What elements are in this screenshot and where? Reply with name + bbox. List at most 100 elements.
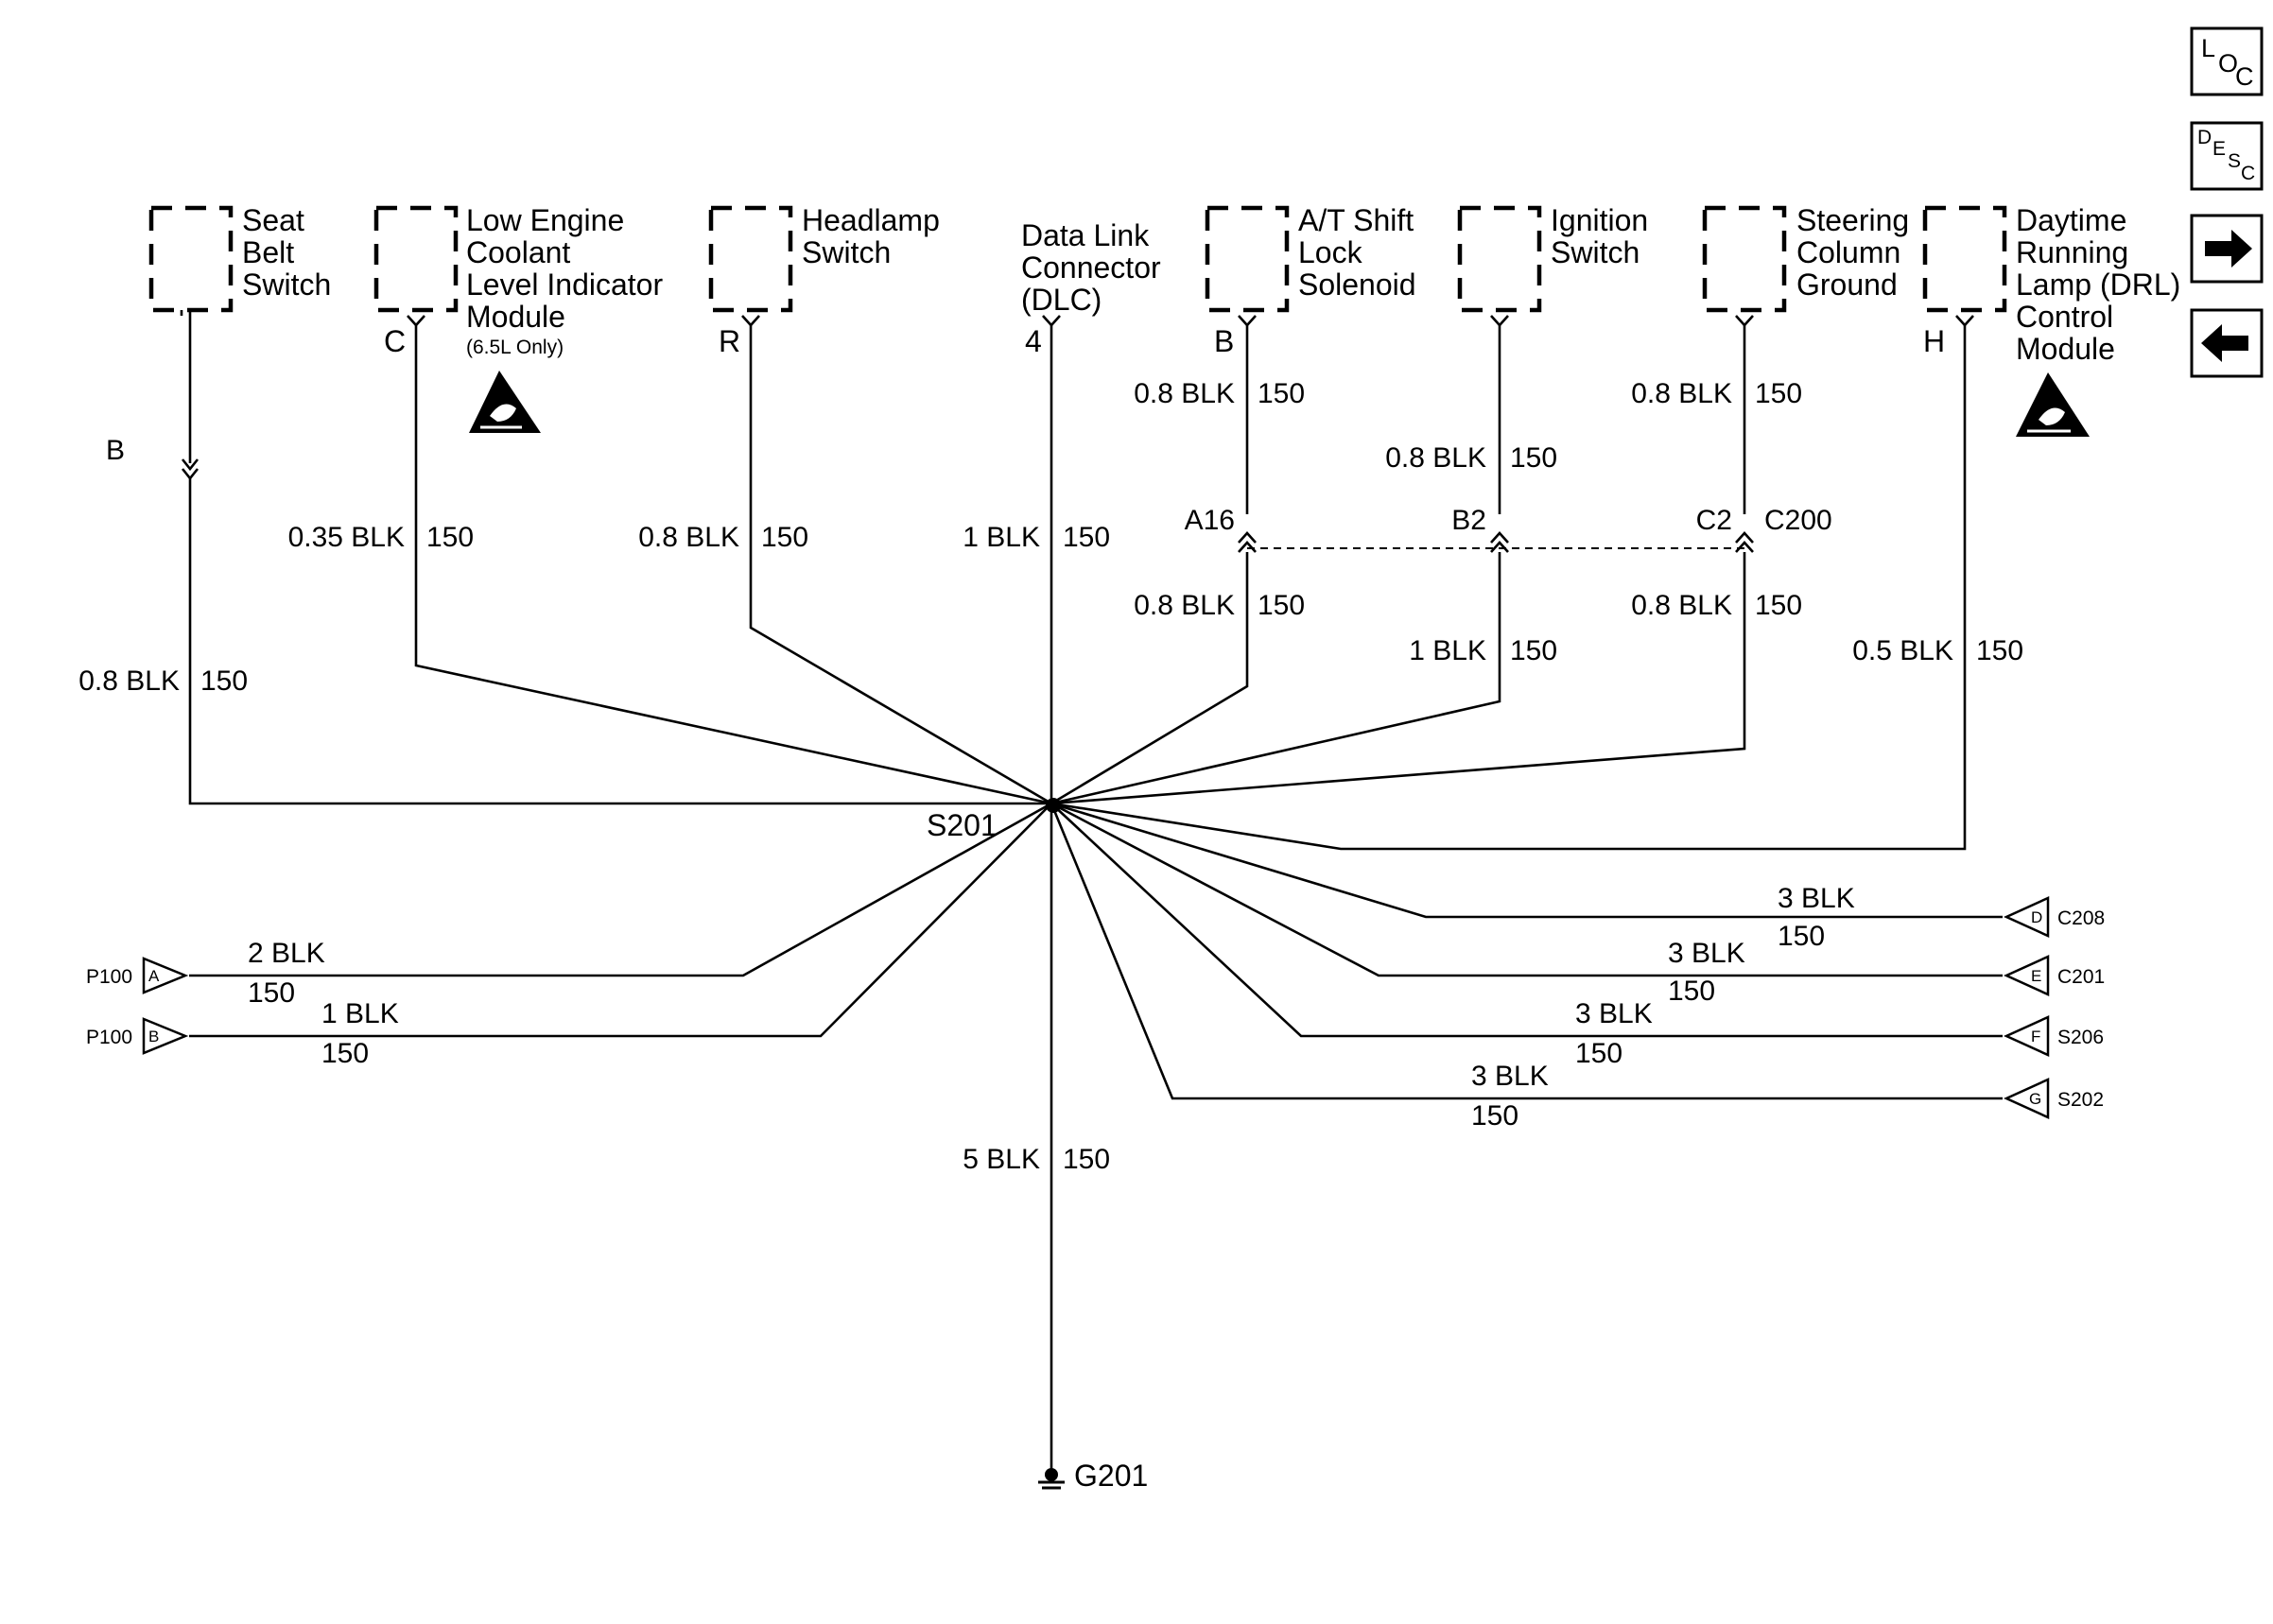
svg-text:S: S xyxy=(2228,150,2241,172)
svg-text:Module: Module xyxy=(466,300,565,334)
svg-text:P100: P100 xyxy=(86,966,132,988)
dlc-label: Data Link Connector (DLC) xyxy=(1021,218,1161,317)
wire-gauge-headlamp: 0.8 BLK xyxy=(638,522,739,553)
connector-c200-label: C200 xyxy=(1764,505,1832,536)
wire-circuit-steer-lower: 150 xyxy=(1755,590,1802,621)
wire-circuit-steer-upper: 150 xyxy=(1755,378,1802,409)
svg-text:L: L xyxy=(2201,34,2215,62)
svg-text:S206: S206 xyxy=(2057,1027,2104,1048)
drl-module-label: Daytime Running Lamp (DRL) Control Modul… xyxy=(2016,203,2180,366)
inline-connector-p100-b: B P100 xyxy=(86,1017,189,1055)
headlamp-switch-box xyxy=(708,205,793,313)
svg-text:Ignition: Ignition xyxy=(1551,203,1648,237)
wire-circuit-c208: 150 xyxy=(1778,921,1825,952)
inline-connector-p100-a: A P100 xyxy=(86,957,189,994)
loc-button[interactable]: L O C xyxy=(2190,26,2264,96)
wire-circuit-c201: 150 xyxy=(1668,976,1715,1007)
wire-gauge-coolant: 0.35 BLK xyxy=(288,522,405,553)
steering-column-ground-label: Steering Column Ground xyxy=(1796,203,1909,302)
svg-text:Daytime: Daytime xyxy=(2016,203,2126,237)
svg-text:Control: Control xyxy=(2016,300,2113,334)
svg-text:E: E xyxy=(2212,138,2226,160)
ignition-switch-label: Ignition Switch xyxy=(1551,203,1648,269)
svg-text:Level Indicator: Level Indicator xyxy=(466,268,663,302)
at-shift-lock-box xyxy=(1205,205,1290,313)
svg-text:Running: Running xyxy=(2016,235,2128,269)
svg-text:A: A xyxy=(148,967,160,985)
svg-text:Steering: Steering xyxy=(1796,203,1909,237)
coolant-pin-label: C xyxy=(384,324,406,358)
svg-text:S202: S202 xyxy=(2057,1089,2104,1111)
wire-circuit-headlamp: 150 xyxy=(761,522,808,553)
wire-gauge-dlc: 1 BLK xyxy=(963,522,1040,553)
steering-column-ground-box xyxy=(1702,205,1787,313)
svg-text:(6.5L Only): (6.5L Only) xyxy=(466,337,564,358)
wire-gauge-p100b: 1 BLK xyxy=(321,998,399,1029)
svg-text:C: C xyxy=(2241,163,2255,184)
wire-circuit-p100a: 150 xyxy=(248,977,295,1009)
wire-gauge-seat: 0.8 BLK xyxy=(78,665,180,697)
ground-g201-label: G201 xyxy=(1074,1459,1148,1493)
svg-text:Low Engine: Low Engine xyxy=(466,203,624,237)
splice-s201-label: S201 xyxy=(927,808,998,842)
headlamp-switch-label: Headlamp Switch xyxy=(802,203,940,269)
wire-circuit-s202: 150 xyxy=(1471,1100,1518,1132)
svg-text:Lock: Lock xyxy=(1298,235,1363,269)
svg-text:D: D xyxy=(2197,127,2212,148)
wire-circuit-ign-upper: 150 xyxy=(1510,442,1557,474)
wire-circuit-seat: 150 xyxy=(200,665,248,697)
wire-gauge-steer-upper: 0.8 BLK xyxy=(1631,378,1732,409)
svg-text:D: D xyxy=(2031,908,2042,926)
drl-pin-label: H xyxy=(1923,324,1945,358)
svg-text:Switch: Switch xyxy=(1551,235,1640,269)
wire-gauge-c201: 3 BLK xyxy=(1668,938,1745,969)
splice-s201-dot xyxy=(1046,798,1061,813)
svg-text:Belt: Belt xyxy=(242,235,294,269)
svg-text:O: O xyxy=(2218,49,2238,78)
esd-warning-icon xyxy=(469,371,541,433)
svg-text:Headlamp: Headlamp xyxy=(802,203,940,237)
headlamp-pin-label: R xyxy=(719,324,740,358)
wire-gauge-s202: 3 BLK xyxy=(1471,1061,1549,1092)
wire-gauge-p100a: 2 BLK xyxy=(248,938,325,969)
inline-connector-c201: E C201 xyxy=(2003,955,2105,996)
svg-text:Seat: Seat xyxy=(242,203,304,237)
previous-page-button[interactable] xyxy=(2190,308,2264,378)
coolant-module-label: Low Engine Coolant Level Indicator Modul… xyxy=(466,203,663,358)
svg-text:E: E xyxy=(2031,967,2041,985)
at-shift-pin-label: B xyxy=(1214,324,1234,358)
svg-text:Data Link: Data Link xyxy=(1021,218,1150,252)
wire-gauge-s206: 3 BLK xyxy=(1575,998,1653,1029)
wire-gauge-ign-lower: 1 BLK xyxy=(1409,635,1486,666)
next-page-button[interactable] xyxy=(2190,214,2264,284)
wire-circuit-s206: 150 xyxy=(1575,1038,1622,1069)
coolant-module-box xyxy=(373,205,459,313)
wire-gauge-drl: 0.5 BLK xyxy=(1852,635,1953,666)
svg-text:Coolant: Coolant xyxy=(466,235,570,269)
svg-text:C208: C208 xyxy=(2057,907,2105,929)
seat-belt-switch-label: Seat Belt Switch xyxy=(242,203,331,302)
wire-circuit-ground: 150 xyxy=(1063,1144,1110,1175)
svg-text:Lamp (DRL): Lamp (DRL) xyxy=(2016,268,2180,302)
wire-gauge-ign-upper: 0.8 BLK xyxy=(1385,442,1486,474)
wire-gauge-at-upper: 0.8 BLK xyxy=(1134,378,1235,409)
seat-belt-switch-box xyxy=(148,205,234,313)
connector-pin-b2: B2 xyxy=(1451,505,1486,536)
drl-module-box xyxy=(1922,205,2007,313)
wire-circuit-ign-lower: 150 xyxy=(1510,635,1557,666)
at-shift-lock-label: A/T Shift Lock Solenoid xyxy=(1298,203,1416,302)
desc-button[interactable]: D E S C xyxy=(2190,121,2264,191)
connector-pin-c2: C2 xyxy=(1696,505,1732,536)
wire-harness xyxy=(181,312,2003,1475)
svg-text:Connector: Connector xyxy=(1021,251,1161,285)
connector-pin-a16: A16 xyxy=(1185,505,1235,536)
svg-text:Column: Column xyxy=(1796,235,1900,269)
wire-circuit-coolant: 150 xyxy=(426,522,474,553)
svg-text:A/T Shift: A/T Shift xyxy=(1298,203,1414,237)
wire-circuit-at-upper: 150 xyxy=(1258,378,1305,409)
svg-text:B: B xyxy=(148,1028,159,1045)
svg-text:P100: P100 xyxy=(86,1027,132,1048)
esd-warning-icon xyxy=(2016,372,2090,437)
inline-connector-s206: F S206 xyxy=(2003,1015,2104,1057)
